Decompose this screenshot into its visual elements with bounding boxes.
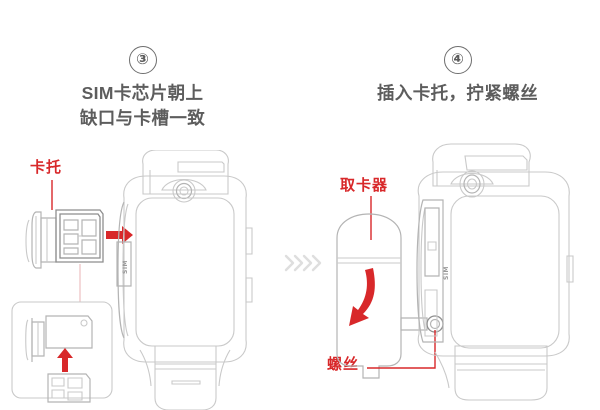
step-3-header: ③ SIM卡芯片朝上 缺口与卡槽一致 — [0, 46, 285, 131]
step-3-number: ③ — [128, 46, 157, 74]
step-3-title-line-1: SIM卡芯片朝上 — [81, 83, 204, 103]
sim-slot-label: SIM — [122, 260, 129, 274]
rotate-arrow-red — [349, 268, 375, 326]
step-4-title: 插入卡托，拧紧螺丝 — [315, 81, 600, 106]
step-panel-3: ③ SIM卡芯片朝上 缺口与卡槽一致 卡托 — [0, 0, 285, 410]
insert-arrow-red — [106, 226, 133, 244]
watch-perspective-body: SIM — [416, 143, 574, 401]
watch-sim-cover: SIM — [416, 199, 450, 343]
sim-cover-label: SIM — [443, 266, 450, 280]
step-3-figure: SIM — [11, 150, 253, 410]
step-panel-4: ④ 插入卡托，拧紧螺丝 取卡器 螺丝 — [315, 0, 600, 410]
label-card-tray: 卡托 — [30, 159, 63, 176]
step-4-header: ④ 插入卡托，拧紧螺丝 — [315, 46, 600, 106]
leader-line-screw — [367, 330, 436, 369]
screw-head — [426, 315, 444, 333]
step-4-number: ④ — [443, 46, 472, 74]
chevrons-icon — [284, 254, 322, 272]
label-card-ejector: 取卡器 — [340, 177, 389, 194]
step-4-figure: SIM — [336, 143, 574, 401]
card-ejector-tool — [336, 213, 402, 379]
step-3-title-line-2: 缺口与卡槽一致 — [79, 108, 206, 128]
sim-card-chip-contacts — [63, 219, 97, 255]
inset-detail-box — [11, 301, 113, 403]
watch-sim-slot: SIM — [116, 241, 132, 287]
inset-sim-card — [47, 373, 91, 403]
watch-front-body: SIM — [116, 150, 253, 410]
step-3-title: SIM卡芯片朝上 缺口与卡槽一致 — [0, 81, 285, 131]
sim-card-tray — [25, 209, 104, 269]
step-4-title-line-1: 插入卡托，拧紧螺丝 — [376, 83, 539, 103]
step-separator-chevrons — [283, 252, 325, 276]
